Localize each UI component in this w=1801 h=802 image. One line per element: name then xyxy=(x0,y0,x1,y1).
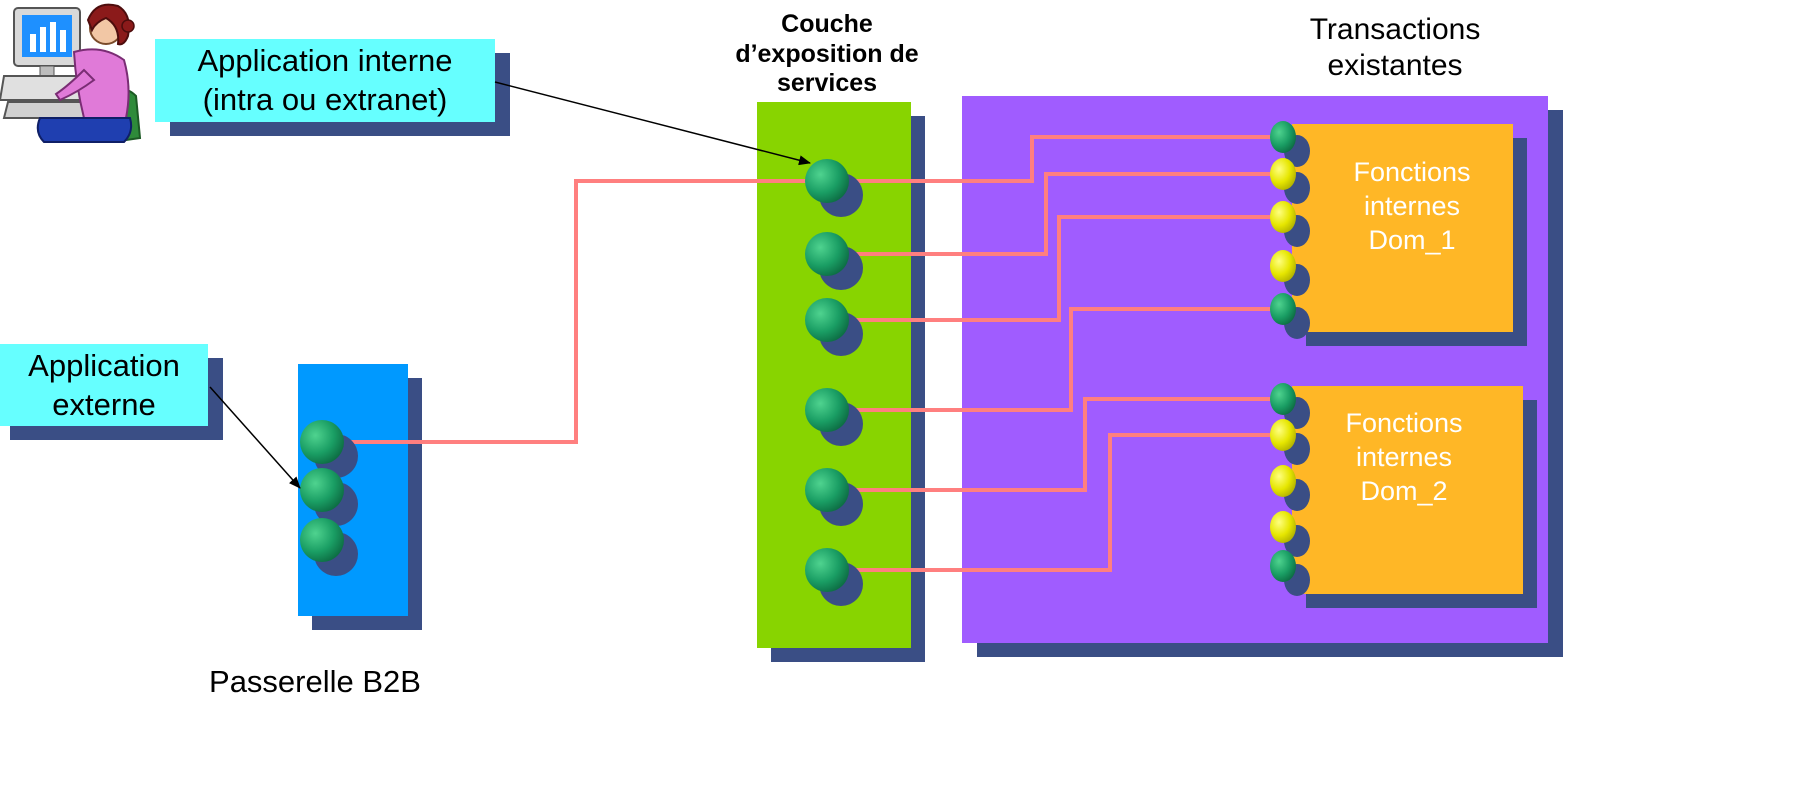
gateway-port xyxy=(300,420,344,464)
dom1-label: Fonctions internes Dom_1 xyxy=(1312,156,1512,257)
dom1-box xyxy=(1292,124,1513,332)
gateway-port xyxy=(300,468,344,512)
function-port xyxy=(1270,293,1296,325)
connector-3 xyxy=(848,215,1285,322)
service-port xyxy=(805,548,849,592)
service-port xyxy=(805,232,849,276)
exposure-title-line2: d’exposition de xyxy=(735,39,919,68)
existing-title-line1: Transactions xyxy=(1309,13,1481,46)
connector-1 xyxy=(848,135,1285,183)
function-port xyxy=(1270,550,1296,582)
dom2-ports xyxy=(1270,383,1310,596)
function-port xyxy=(1270,383,1296,415)
function-port xyxy=(1270,511,1296,543)
app-external-box xyxy=(0,344,208,426)
dom2-label-line3: Dom_2 xyxy=(1360,475,1448,506)
app-internal-label: Application interne (intra ou extranet) xyxy=(155,42,495,120)
dom2-box xyxy=(1292,386,1523,594)
dom1-label-line1: Fonctions xyxy=(1353,157,1471,187)
service-port xyxy=(805,298,849,342)
app-external-label-line1: Application xyxy=(28,348,180,383)
exposure-title-line3: services xyxy=(776,69,878,97)
dom1-label-line2: internes xyxy=(1363,190,1461,221)
dom2-label-line2: internes xyxy=(1355,441,1453,472)
connector-6 xyxy=(848,433,1285,572)
service-port xyxy=(805,468,849,512)
function-port xyxy=(1270,201,1296,233)
connector-2 xyxy=(848,172,1285,256)
connector-5 xyxy=(848,397,1285,492)
function-port xyxy=(1270,419,1296,451)
arrow-external-to-gateway xyxy=(209,386,301,489)
dom2-label-line1: Fonctions xyxy=(1345,408,1463,438)
app-internal-label-line1: Application interne xyxy=(197,43,453,78)
function-port xyxy=(1270,158,1296,190)
service-port xyxy=(805,159,849,203)
exposure-title-line1: Couche xyxy=(781,10,873,38)
connectors xyxy=(345,135,1285,572)
gateway-ports xyxy=(300,420,358,576)
dom1-label-line3: Dom_1 xyxy=(1368,224,1456,255)
function-port xyxy=(1270,250,1296,282)
person-at-computer-icon xyxy=(0,3,142,143)
service-port xyxy=(805,388,849,432)
app-external-label: Application externe xyxy=(0,347,208,425)
dom1-ports xyxy=(1270,121,1310,339)
existing-title-line2: existantes xyxy=(1327,49,1463,82)
gateway-label: Passerelle B2B xyxy=(209,664,421,699)
dom2-label: Fonctions internes Dom_2 xyxy=(1304,407,1504,508)
app-external-label-line2: externe xyxy=(52,386,156,422)
exposure-ports xyxy=(805,159,863,606)
connector-4 xyxy=(848,307,1285,412)
existing-transactions-title: Transactions existantes xyxy=(1250,12,1540,84)
connector-gateway-to-exposure xyxy=(345,179,830,444)
app-internal-label-line2: (intra ou extranet) xyxy=(202,81,448,117)
exposure-layer-title: Couche d’exposition de services xyxy=(700,10,954,99)
app-internal-box xyxy=(155,39,495,122)
gateway-port xyxy=(300,518,344,562)
arrow-internal-to-exposure xyxy=(494,81,811,166)
function-port xyxy=(1270,465,1296,497)
function-port xyxy=(1270,121,1296,153)
